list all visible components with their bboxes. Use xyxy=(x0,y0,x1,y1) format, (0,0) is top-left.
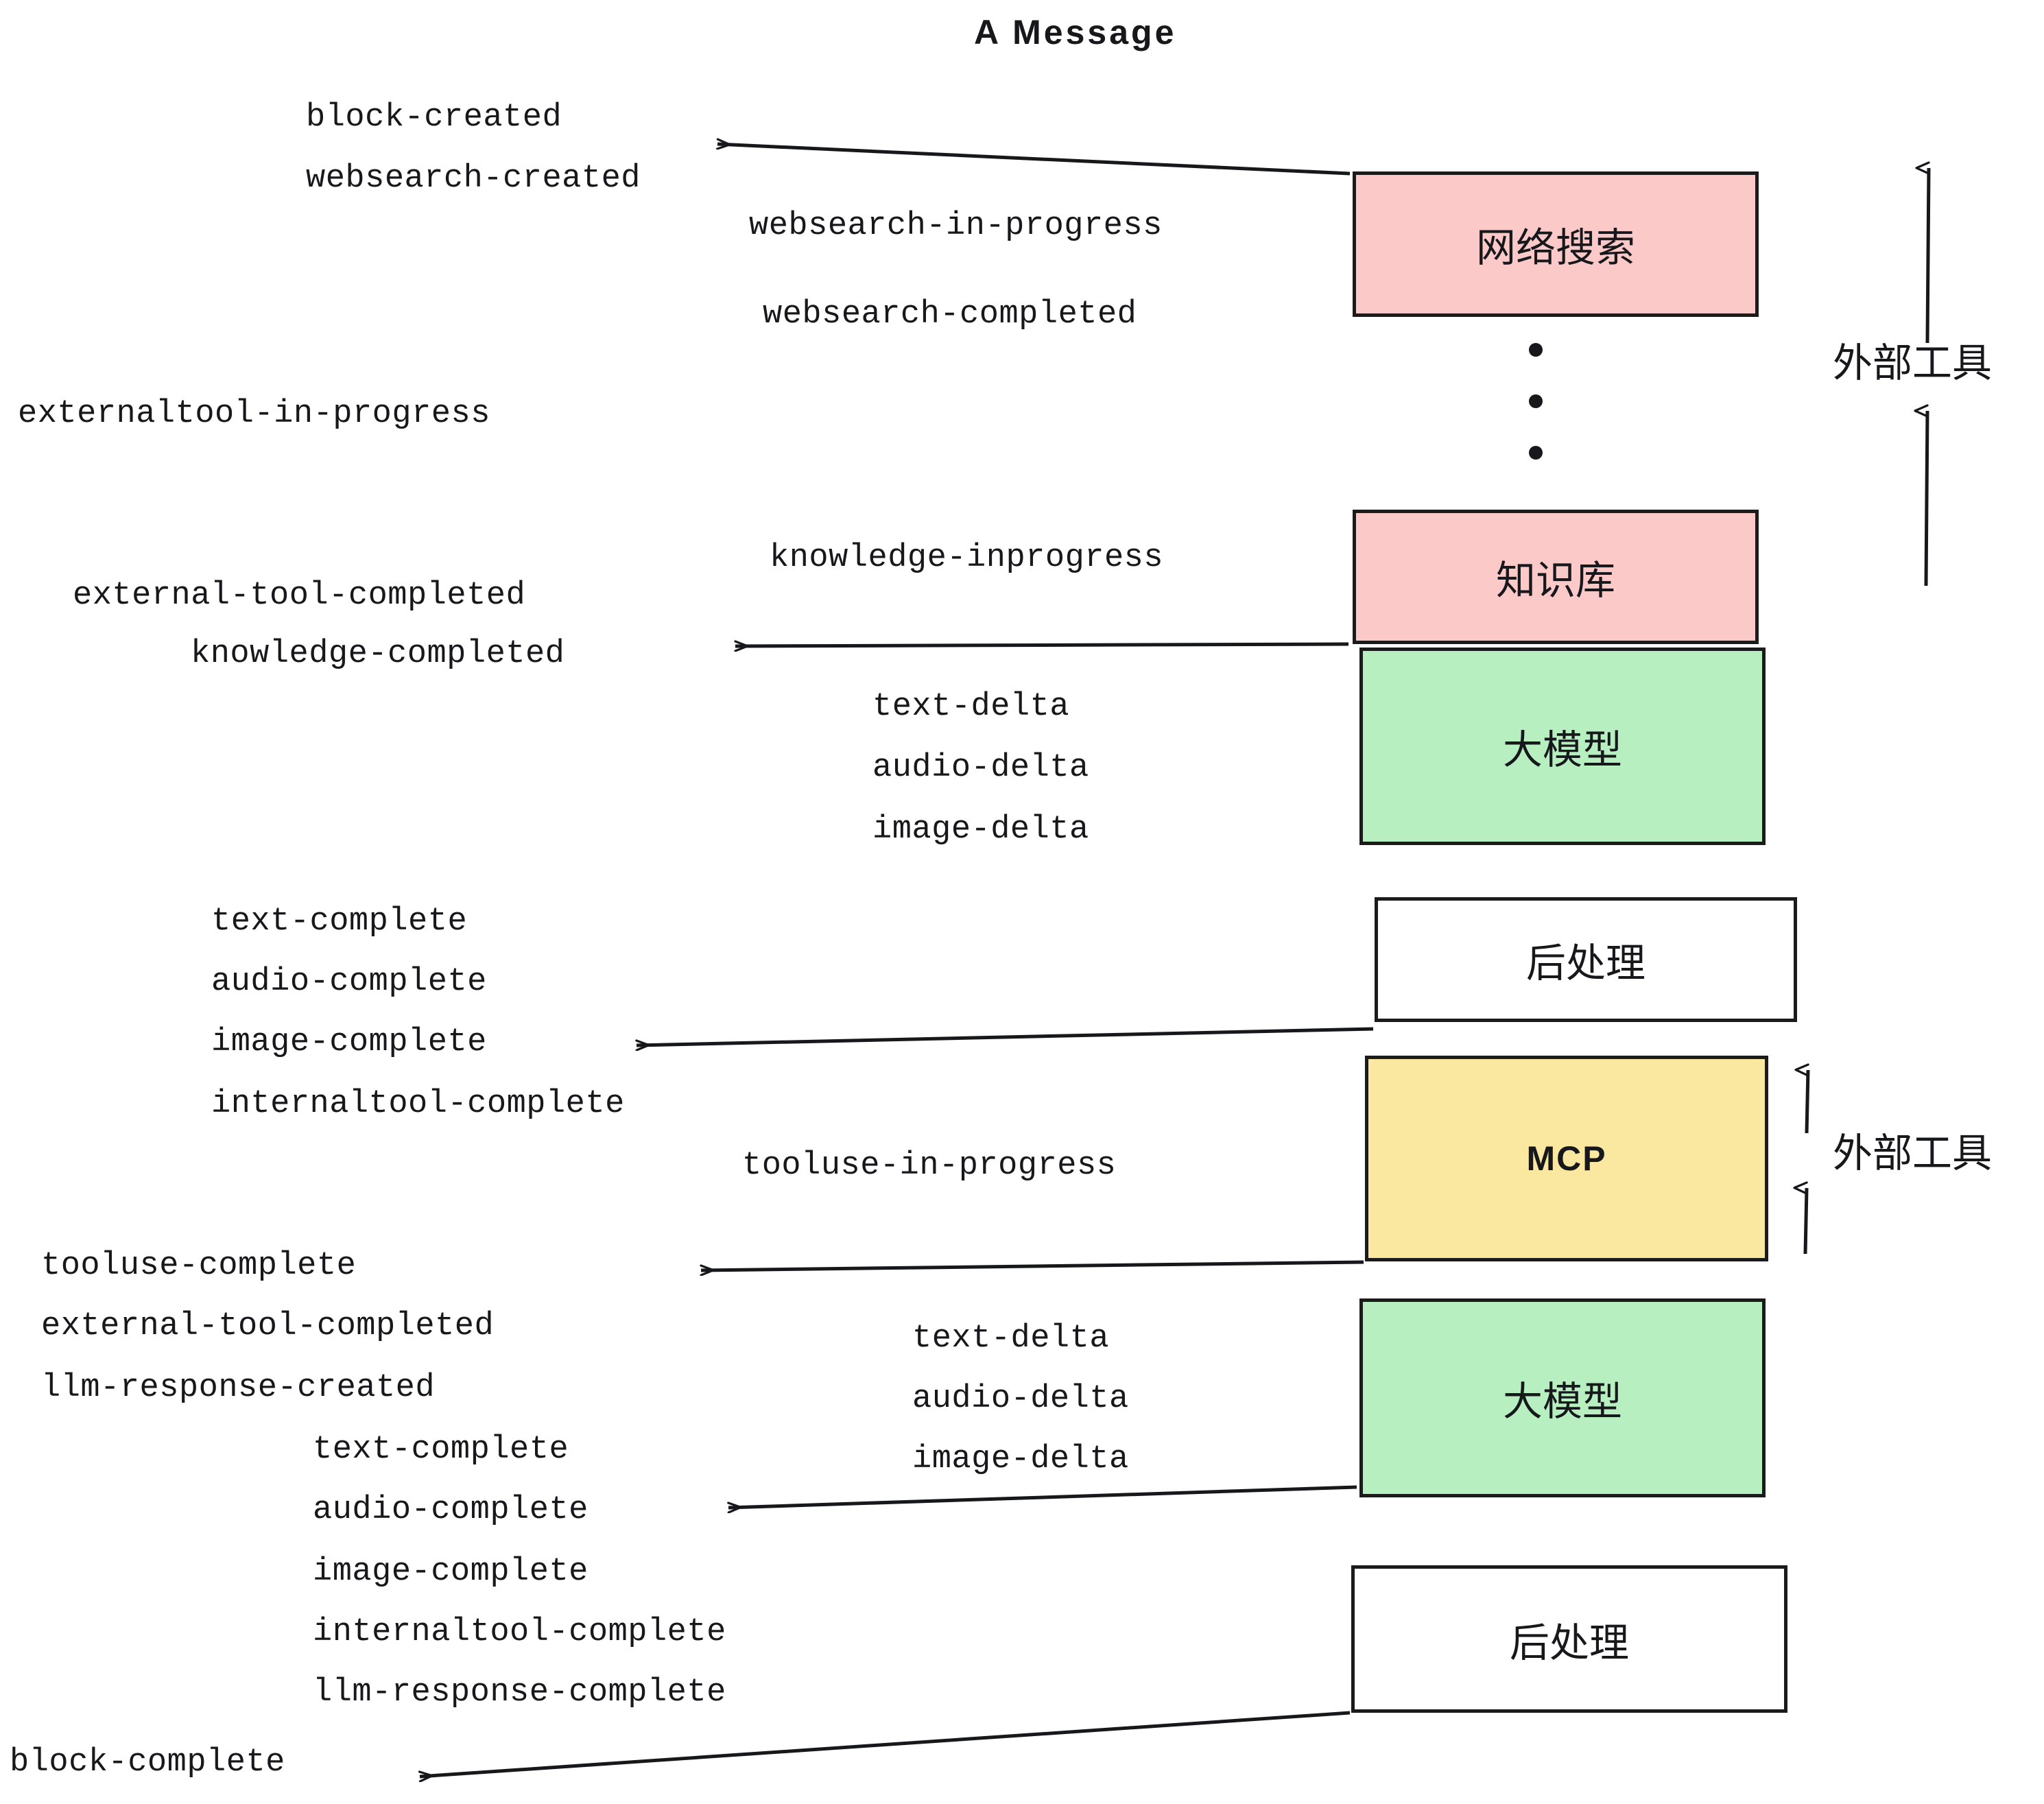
node-postprocess-2[interactable]: 后处理 xyxy=(1351,1565,1787,1713)
node-websearch-label: 网络搜索 xyxy=(1475,226,1635,270)
dot-3 xyxy=(1529,446,1543,460)
event-label-external-tool-completed-2: external-tool-completed xyxy=(41,1308,495,1344)
arrow-websearch-to-created xyxy=(717,144,1351,176)
node-llm-1-label: 大模型 xyxy=(1502,728,1622,772)
event-label-text-complete-2: text-complete xyxy=(313,1432,569,1468)
event-label-image-complete-2: image-complete xyxy=(313,1554,589,1590)
event-label-audio-delta-1: audio-delta xyxy=(872,750,1089,786)
event-label-text-delta-2: text-delta xyxy=(912,1320,1110,1357)
event-label-websearch-in-progress: websearch-in-progress xyxy=(749,208,1163,244)
dot-1 xyxy=(1529,343,1543,357)
side-label-external-tools-top: 外部工具 xyxy=(1833,341,1993,385)
node-llm-2-label: 大模型 xyxy=(1502,1379,1622,1424)
arrow-postprocess1-to-image-complete xyxy=(637,1027,1374,1045)
event-label-image-delta-2: image-delta xyxy=(912,1441,1129,1477)
event-label-internaltool-complete-1: internaltool-complete xyxy=(211,1086,625,1122)
event-label-llm-response-complete: llm-response-complete xyxy=(313,1674,726,1711)
arrow-external-tools-bottom-down xyxy=(1805,1188,1809,1255)
event-label-image-complete-1: image-complete xyxy=(211,1024,487,1060)
node-postprocess-2-label: 后处理 xyxy=(1509,1620,1629,1665)
arrow-llm2-to-audio-complete xyxy=(728,1485,1357,1508)
arrow-external-tools-top-down xyxy=(1926,411,1929,586)
ellipsis-dots xyxy=(1528,343,1543,460)
arrow-postprocess2-to-block-complete xyxy=(420,1711,1351,1777)
node-knowledge[interactable]: 知识库 xyxy=(1353,510,1759,644)
event-label-internaltool-complete-2: internaltool-complete xyxy=(313,1614,726,1650)
arrow-external-tools-bottom-up xyxy=(1807,1070,1810,1134)
event-label-knowledge-completed: knowledge-completed xyxy=(191,636,565,672)
event-label-websearch-completed: websearch-completed xyxy=(763,296,1137,333)
event-label-llm-response-created: llm-response-created xyxy=(41,1370,436,1406)
node-mcp[interactable]: MCP xyxy=(1365,1056,1768,1261)
event-label-knowledge-inprogress: knowledge-inprogress xyxy=(770,540,1164,576)
node-mcp-label: MCP xyxy=(1526,1139,1607,1178)
node-postprocess-1-label: 后处理 xyxy=(1525,941,1645,986)
event-label-websearch-created: websearch-created xyxy=(306,161,641,197)
event-label-tooluse-in-progress: tooluse-in-progress xyxy=(742,1148,1117,1184)
diagram-title: A Message xyxy=(974,13,1177,51)
node-knowledge-label: 知识库 xyxy=(1495,558,1615,603)
event-label-audio-delta-2: audio-delta xyxy=(912,1381,1129,1417)
event-label-image-delta-1: image-delta xyxy=(872,811,1089,848)
node-llm-1[interactable]: 大模型 xyxy=(1359,648,1766,845)
event-label-external-tool-completed-1: external-tool-completed xyxy=(73,578,526,614)
event-label-audio-complete-2: audio-complete xyxy=(313,1492,589,1528)
event-label-externaltool-in-progress: externaltool-in-progress xyxy=(18,396,490,432)
node-postprocess-1[interactable]: 后处理 xyxy=(1375,897,1797,1022)
node-llm-2[interactable]: 大模型 xyxy=(1359,1298,1766,1497)
event-label-tooluse-complete: tooluse-complete xyxy=(41,1248,357,1284)
arrow-mcp-to-tooluse-complete xyxy=(701,1260,1364,1270)
event-label-audio-complete-1: audio-complete xyxy=(211,964,487,1000)
dot-2 xyxy=(1529,394,1543,408)
event-label-text-complete-1: text-complete xyxy=(211,903,468,940)
arrow-external-tools-top-up xyxy=(1927,168,1931,344)
event-label-block-created: block-created xyxy=(306,99,562,136)
event-label-text-delta-1: text-delta xyxy=(872,689,1070,725)
node-websearch[interactable]: 网络搜索 xyxy=(1353,171,1759,317)
side-label-external-tools-bottom: 外部工具 xyxy=(1833,1131,1993,1176)
arrow-knowledge-to-completed xyxy=(735,644,1349,646)
event-label-block-complete: block-complete xyxy=(10,1744,285,1781)
